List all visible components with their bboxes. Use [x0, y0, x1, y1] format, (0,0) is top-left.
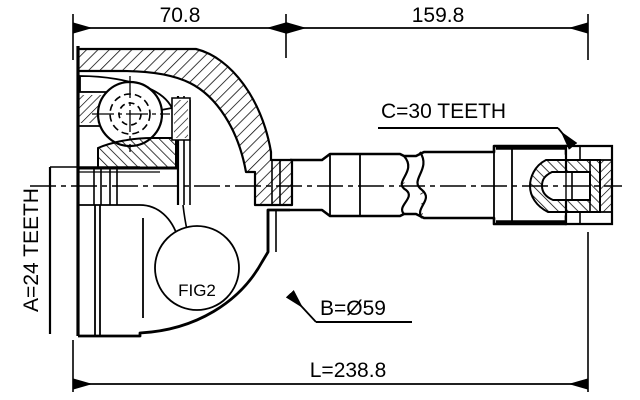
fig2-bubble-circle [154, 225, 240, 311]
dimension-159-8: 159.8 [286, 4, 589, 60]
callout-b-leader [285, 290, 317, 323]
dimension-70-8: 70.8 [72, 4, 287, 60]
break-hatch-upper [401, 156, 409, 190]
callout-a-24-teeth: A=24 TEETH [20, 166, 140, 334]
boot-seat-step [266, 160, 281, 252]
drive-shaft [290, 144, 614, 226]
fig2-label: FIG2 [178, 281, 216, 300]
dimension-overall-length: L=238.8 [72, 232, 589, 392]
detail-bubble-fig2: FIG2 [154, 225, 240, 311]
callout-c-label: C=30 TEETH [381, 100, 506, 123]
callout-a-label: A=24 TEETH [20, 188, 43, 312]
housing-outer-shell-section [76, 47, 294, 207]
callout-b-label: B=Ø59 [320, 297, 386, 320]
flange-inner-lines [78, 204, 144, 336]
dimension-label-70-8: 70.8 [160, 4, 201, 27]
dimension-label-159-8: 159.8 [412, 4, 465, 27]
housing-lower-profile [78, 208, 290, 338]
dimension-label-L: L=238.8 [310, 359, 387, 382]
callout-b-diameter: B=Ø59 [285, 290, 412, 323]
inner-race-lower-section [97, 137, 177, 169]
break-hatch-lower [420, 190, 426, 218]
cage-right-wall [171, 96, 191, 205]
shaft-break-symbol [400, 151, 428, 219]
callout-c-leader [557, 127, 578, 150]
callout-c-30-teeth: C=30 TEETH [378, 100, 578, 150]
